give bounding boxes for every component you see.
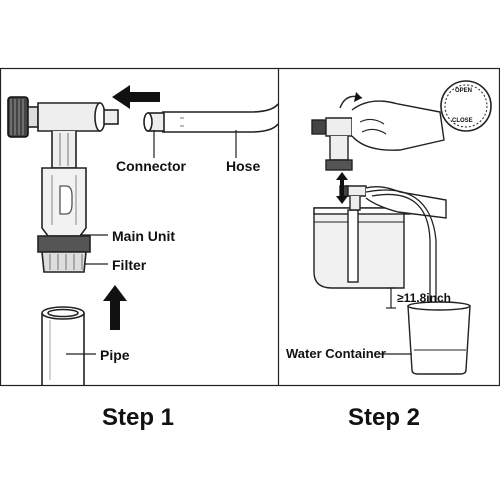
step2-caption: Step 2 xyxy=(348,404,421,431)
knob-icon xyxy=(7,96,39,138)
device-knob xyxy=(311,119,327,135)
t-stem xyxy=(51,131,77,169)
up-arrow-icon xyxy=(103,285,127,330)
dial-close-label: CLOSE xyxy=(452,118,473,124)
aquarium-tank xyxy=(313,207,405,289)
step1-caption: Step 1 xyxy=(102,404,175,431)
filter-body xyxy=(41,251,87,273)
water-container-label: Water Container xyxy=(286,346,386,361)
drain-hose xyxy=(365,189,437,354)
height-label: ≥11.8inch xyxy=(397,291,451,305)
filter-ring xyxy=(37,235,91,253)
submerged-pipe xyxy=(347,209,359,283)
connector-label: Connector xyxy=(116,158,186,174)
device-head xyxy=(345,185,367,197)
open-close-dial xyxy=(440,80,492,132)
connector-nozzle xyxy=(103,109,119,125)
up-down-arrow-icon xyxy=(336,172,348,204)
filter-label: Filter xyxy=(112,257,147,273)
device-t-body xyxy=(325,117,353,137)
hand-top xyxy=(351,100,445,151)
step2-illustration xyxy=(311,80,492,375)
hose xyxy=(162,103,279,133)
pipe xyxy=(41,313,85,385)
water-container xyxy=(407,305,471,375)
main-unit-label: Main Unit xyxy=(112,228,175,244)
left-arrow-icon xyxy=(112,85,160,109)
t-body xyxy=(37,102,101,132)
step1-illustration xyxy=(7,85,279,385)
pipe-label: Pipe xyxy=(100,347,130,363)
hose-label: Hose xyxy=(226,158,261,174)
dial-open-label: OPEN xyxy=(455,88,473,94)
